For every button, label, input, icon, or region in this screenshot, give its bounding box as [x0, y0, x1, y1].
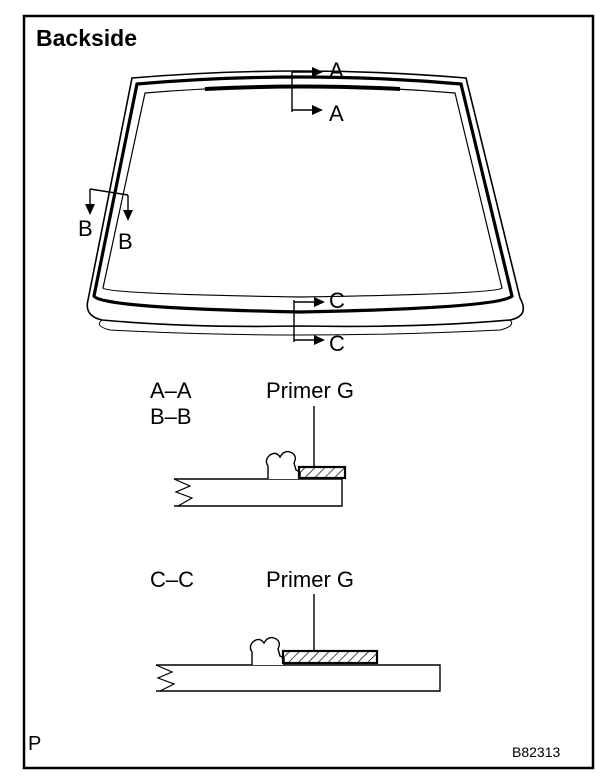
- figure-code: B82313: [512, 744, 560, 760]
- cross-section-a-b: [173, 406, 343, 507]
- primer-g-band-2: [281, 649, 379, 665]
- section-b-marker: [89, 188, 129, 212]
- marker-a-top: A: [329, 58, 344, 83]
- arrow-a-top: [312, 67, 323, 77]
- arrow-a-bottom: [312, 105, 323, 115]
- primer-g-label-1: Primer G: [266, 378, 354, 403]
- figure-border: [22, 14, 595, 770]
- section-label-a-a: A–A: [150, 378, 192, 403]
- section-c-marker: [293, 300, 314, 342]
- marker-b-right: B: [118, 229, 133, 254]
- marker-c-top: C: [329, 288, 345, 313]
- section-a-marker: [291, 71, 312, 112]
- title-backside: Backside: [36, 25, 137, 51]
- arrow-c-top: [314, 297, 325, 307]
- section-label-c-c: C–C: [150, 567, 194, 592]
- windshield-outline: [86, 70, 525, 336]
- marker-a-bottom: A: [329, 101, 344, 126]
- arrow-b-left: [85, 204, 95, 215]
- corner-mark: P: [28, 733, 41, 755]
- arrow-b-right: [123, 210, 133, 221]
- primer-g-band-1: [297, 465, 347, 480]
- section-label-b-b: B–B: [150, 404, 192, 429]
- cross-section-c: [155, 594, 441, 692]
- marker-b-left: B: [78, 216, 93, 241]
- arrow-c-bottom: [314, 335, 325, 345]
- marker-c-bottom: C: [329, 331, 345, 356]
- primer-g-label-2: Primer G: [266, 567, 354, 592]
